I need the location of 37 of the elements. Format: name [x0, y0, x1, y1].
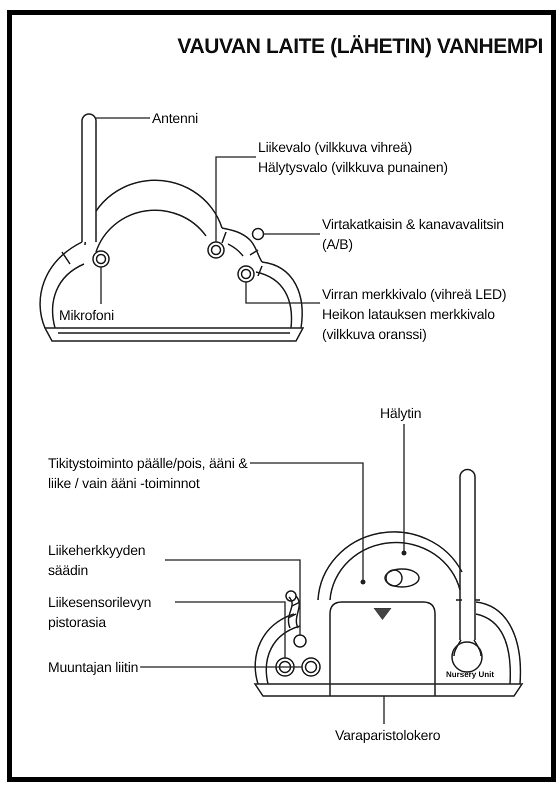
callout-label: Virran merkkivalo (vihreä LED) — [322, 285, 508, 304]
callout-label: Antenni — [152, 108, 198, 128]
leader-line — [215, 156, 256, 242]
leader-line — [175, 601, 286, 658]
callout-label: Mikrofoni — [59, 305, 114, 325]
indicator-light — [207, 241, 225, 259]
callout-label: Heikon latauksen merkkivalo (vilkkuva oranssi) — [322, 305, 496, 344]
callout-label: Muuntajan liitin — [48, 657, 138, 677]
callout-label: Hälytin — [380, 403, 422, 423]
socket — [275, 657, 295, 677]
callout-label: Tikitystoiminto päälle/pois, ääni & liike / vain ääni -toiminnot — [48, 453, 248, 493]
callout-label: Hälytysvalo (vilkkuva punainen) — [258, 158, 448, 177]
battery-cover — [329, 601, 436, 696]
callout-label: Virtakatkaisin & kanavavalitsin (A/B) — [322, 214, 537, 254]
socket — [301, 657, 321, 677]
leader-line — [96, 117, 150, 119]
leader-line — [165, 559, 301, 635]
callout-label: Liikevalo (vilkkuva vihreä) — [258, 138, 414, 157]
dot-marker — [402, 550, 406, 556]
microphone-hole — [92, 250, 110, 268]
leader-line — [250, 462, 364, 580]
title: VAUVAN LAITE (LÄHETIN) VANHEMPI — [177, 34, 543, 60]
switch-knob — [252, 228, 264, 240]
leader-line — [100, 267, 102, 304]
leader-line — [245, 282, 320, 304]
leader-line — [403, 424, 405, 550]
antenna — [81, 113, 97, 243]
dot-marker — [360, 580, 366, 584]
indicator-light — [237, 265, 255, 283]
leader-line — [383, 696, 385, 724]
leader-line — [264, 233, 320, 235]
leader-line — [140, 666, 302, 668]
callout-label: Liikesensorilevyn pistorasia — [48, 592, 173, 632]
model-label: Nursery Unit — [446, 671, 494, 680]
control-knob — [293, 634, 307, 648]
callout-label: Varaparistolokero — [335, 725, 440, 745]
callout-label: Liikeherkkyyden säädin — [48, 540, 163, 580]
